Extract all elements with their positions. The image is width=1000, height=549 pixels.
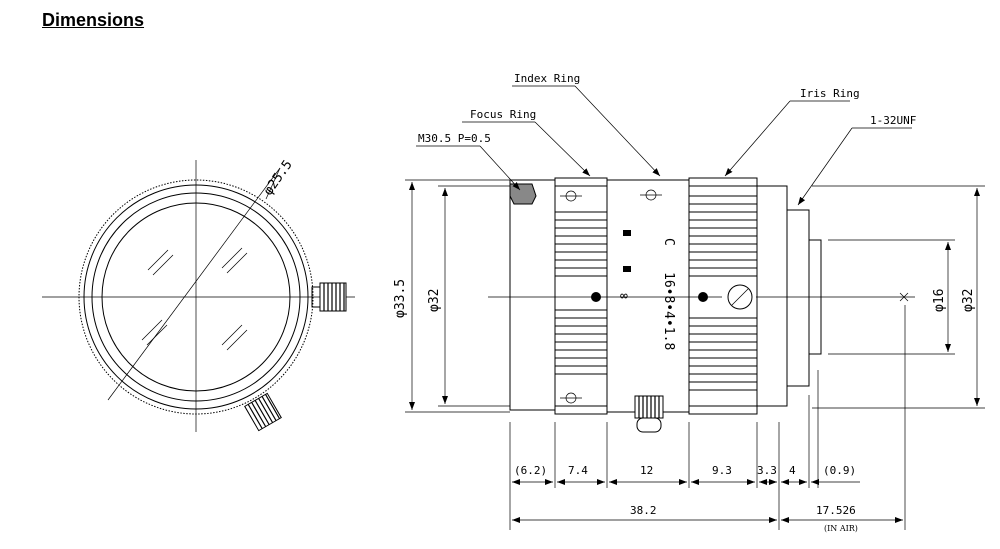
- front-right-screw: [311, 282, 347, 312]
- callouts: Index Ring Iris Ring Focus Ring M30.5 P=…: [416, 72, 916, 206]
- callout-focus-ring: Focus Ring: [470, 108, 536, 121]
- front-barrel: [509, 179, 556, 411]
- front-view: φ25.5: [42, 158, 355, 432]
- dim-d6: 4: [789, 464, 796, 477]
- rear-mount: [756, 185, 822, 407]
- callout-filter-thread: M30.5 P=0.5: [418, 132, 491, 145]
- callout-iris-ring: Iris Ring: [800, 87, 860, 100]
- dim-back-focus: 17.526: [816, 504, 856, 517]
- front-diameter-leader: [265, 167, 281, 200]
- front-diameter-line: [107, 167, 281, 401]
- dim-rear-small-diameter: φ16: [932, 289, 947, 312]
- front-knurl-ring: [78, 179, 314, 415]
- dim-front-diameter: φ32: [427, 289, 442, 312]
- callout-mount: 1-32UNF: [870, 114, 916, 127]
- diameter-dimensions: φ33.5 φ32 φ16 φ32: [393, 179, 985, 413]
- dim-rear-diameter: φ32: [961, 289, 976, 312]
- callout-index-ring: Index Ring: [514, 72, 580, 85]
- side-view: C 16•8•4•1.8 ∞: [393, 72, 985, 533]
- index-section: C 16•8•4•1.8 ∞: [606, 179, 690, 413]
- dim-outer-diameter: φ33.5: [393, 279, 408, 318]
- mark-f-stops: 16•8•4•1.8: [661, 272, 676, 350]
- page-title: Dimensions: [42, 10, 145, 30]
- dim-d1: (6.2): [514, 464, 547, 477]
- glass-highlights: [141, 247, 248, 351]
- dim-d3: 12: [640, 464, 653, 477]
- front-mid-circle: [91, 192, 301, 402]
- dim-in-air: (IN AIR): [824, 524, 858, 533]
- dim-total: 38.2: [630, 504, 657, 517]
- mark-infinity: ∞: [620, 289, 628, 304]
- front-bottom-screw: [244, 392, 282, 432]
- mark-c: C: [661, 238, 676, 246]
- filter-thread-hatch: [509, 183, 537, 205]
- dim-d7: (0.9): [823, 464, 856, 477]
- dim-d4: 9.3: [712, 464, 732, 477]
- front-outer-circle: [83, 184, 309, 410]
- front-glass-circle: [101, 202, 291, 392]
- length-dimensions: (6.2) 7.4 12 9.3 3.3 4 (0.9) 38.2 17.526…: [509, 305, 906, 533]
- dim-d5: 3.3: [757, 464, 777, 477]
- focus-lock-screw: [634, 395, 664, 433]
- focus-ring: [554, 177, 608, 415]
- dim-d2: 7.4: [568, 464, 588, 477]
- iris-ring: [688, 177, 758, 415]
- front-diameter-label: φ25.5: [261, 158, 296, 199]
